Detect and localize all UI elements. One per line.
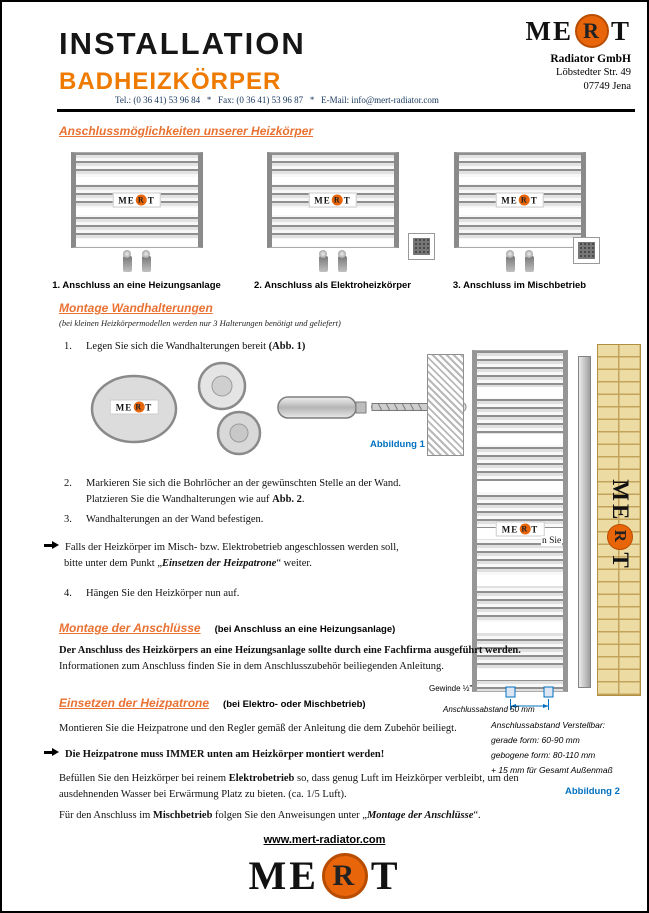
arrow-icon (44, 541, 59, 550)
contact-line: Tel.: (0 36 41) 53 96 84 * Fax: (0 36 41… (115, 95, 439, 105)
figure-caption: 2. Anschluss als Elektroheizkörper (254, 280, 411, 291)
page-subtitle: BADHEIZKÖRPER (59, 68, 282, 95)
arrow-icon (44, 748, 59, 757)
section-heading-heizpatrone: Einsetzen der Heizpatrone (bei Elektro- … (59, 696, 366, 710)
valves-icon (71, 248, 203, 274)
heizpatrone-montieren-text: Montieren Sie die Heizpatrone und den Re… (59, 723, 457, 734)
mert-logo-header: ME R T (525, 14, 631, 48)
step-3: 3.Wandhalterungen an der Wand befestigen… (64, 514, 264, 525)
dimension-lines-icon (505, 686, 554, 710)
section-heading-montage-anschluesse: Montage der Anschlüsse (bei Anschluss an… (59, 621, 396, 635)
logo-r-circle-icon: R (519, 523, 531, 535)
page-title: INSTALLATION (59, 26, 306, 61)
mischbetrieb-hinweis-text: Für den Anschluss im Mischbetrieb folgen… (59, 810, 481, 821)
logo-r-circle-icon: R (331, 194, 343, 206)
logo-r-circle-icon: R (321, 852, 368, 899)
logo-r-circle-icon: R (574, 14, 609, 48)
header-divider (57, 109, 635, 112)
logo-letters: T (610, 15, 631, 46)
befuellen-text-line2: ausdehnenden Wasser bei Erwärmung Platz … (59, 789, 347, 800)
befuellen-text-line1: Befüllen Sie den Heizkörper bei reinem E… (59, 773, 519, 784)
company-name: Radiator GmbH (550, 53, 631, 65)
section-note: (bei kleinen Heizkörpermodellen werden n… (59, 318, 341, 328)
logo-r-circle-icon: R (607, 524, 633, 551)
electric-controller-icon (572, 237, 600, 264)
text-fragment: n Sie (541, 536, 563, 546)
anschluss-info-text: Informationen zum Anschluss finden Sie i… (59, 661, 444, 672)
logo-r-circle-icon: R (133, 401, 145, 413)
website-link[interactable]: www.mert-radiator.com (263, 834, 386, 846)
step-4: 4.Hängen Sie den Heizkörper nun auf. (64, 588, 240, 599)
wall-hatch-icon (427, 354, 464, 456)
step-2: 2.Markieren Sie sich die Bohrlöcher an d… (64, 478, 402, 505)
annotation-gewinde: Gewinde ½" (429, 684, 473, 693)
company-street: Löbstedter Str. 49 (556, 67, 631, 78)
section-heading-montage-wandhalterungen: Montage Wandhalterungen (59, 301, 213, 315)
heizpatrone-warnung: Die Heizpatrone muss IMMER unten am Heiz… (44, 747, 384, 763)
section-heading-note: (bei Anschluss an eine Heizungsanlage) (214, 624, 396, 635)
logo-letters: ME (248, 853, 319, 898)
anschluss-fachfirma-text: Der Anschluss des Heizkörpers an eine He… (59, 645, 521, 656)
mert-logo-footer: ME R T (2, 852, 647, 899)
company-city: 07749 Jena (583, 81, 631, 92)
logo-r-circle-icon: R (518, 194, 530, 206)
annotation-verstellbar: + 15 mm für Gesamt Außenmaß (491, 765, 613, 775)
section-heading-anschlussmoeglichkeiten: Anschlussmöglichkeiten unserer Heizkörpe… (59, 124, 314, 138)
logo-letters: ME (525, 15, 573, 46)
annotation-anschlussabstand: Anschlussabstand 50 mm (443, 705, 535, 714)
valves-icon (267, 248, 399, 274)
figure-caption: 3. Anschluss im Mischbetrieb (452, 280, 587, 291)
annotation-verstellbar: Anschlussabstand Verstellbar: (491, 720, 606, 730)
logo-letters: T (370, 853, 401, 898)
mounting-rail (578, 356, 591, 688)
figure2-label: Abbildung 2 (565, 786, 620, 797)
logo-r-circle-icon: R (135, 194, 147, 206)
annotation-verstellbar: gerade form: 60-90 mm (491, 735, 580, 745)
misch-elektro-note: Falls der Heizkörper im Misch- bzw. Elek… (44, 540, 399, 572)
figure1-label: Abbildung 1 (370, 439, 425, 450)
valves-icon (454, 248, 586, 274)
company-address: Radiator GmbH Löbstedter Str. 49 07749 J… (550, 52, 631, 94)
annotation-verstellbar: gebogene form: 80-110 mm (491, 750, 596, 760)
section-heading-note: (bei Elektro- oder Mischbetrieb) (223, 699, 366, 710)
electric-controller-icon (407, 233, 435, 260)
figure-caption: 1. Anschluss an eine Heizungsanlage (52, 280, 221, 291)
step-1: 1.Legen Sie sich die Wandhalterungen ber… (64, 341, 306, 352)
